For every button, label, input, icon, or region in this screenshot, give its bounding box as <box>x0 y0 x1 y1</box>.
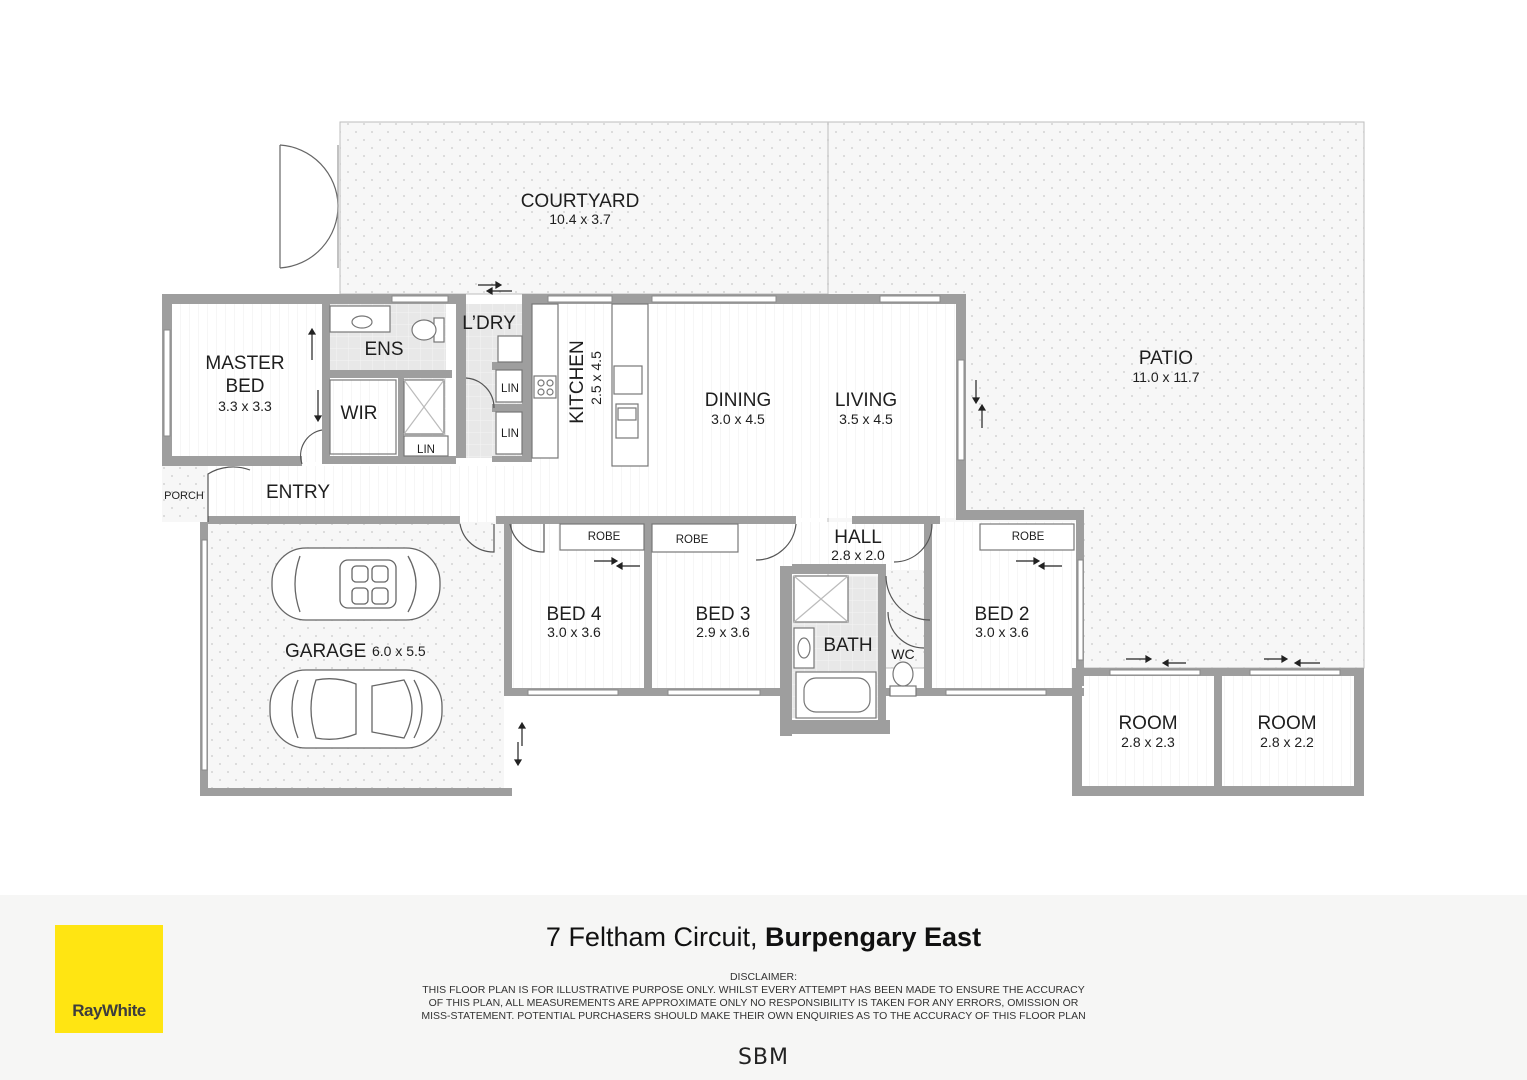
bed3-label: BED 3 <box>696 604 751 625</box>
room-labels: COURTYARD 10.4 x 3.7 PATIO 11.0 x 11.7 M… <box>164 191 1316 750</box>
sbm-brand-mark: SBM <box>737 1045 790 1070</box>
patio-size: 11.0 x 11.7 <box>1132 369 1199 385</box>
footer-band <box>0 895 1527 1080</box>
robe-label-bed2: ROBE <box>1012 531 1045 543</box>
bed4-label: BED 4 <box>547 604 602 625</box>
disclaimer-title: DISCLAIMER: <box>729 971 798 983</box>
bathroom-fixtures <box>329 305 917 719</box>
robe-label-bed4: ROBE <box>588 531 621 543</box>
dining-label: DINING <box>705 390 772 411</box>
living-size: 3.5 x 4.5 <box>839 411 893 427</box>
disclaimer-text: THIS FLOOR PLAN IS FOR ILLUSTRATIVE PURP… <box>421 984 1086 1022</box>
courtyard-gate <box>279 144 339 269</box>
room2-label: ROOM <box>1257 713 1316 734</box>
robe-label-bed3: ROBE <box>676 534 709 546</box>
kitchen-fixtures <box>495 303 649 467</box>
master-bed-label-line2: BED <box>225 376 264 397</box>
room2-size: 2.8 x 2.2 <box>1260 734 1314 750</box>
dining-size: 3.0 x 4.5 <box>711 411 765 427</box>
room1-label: ROOM <box>1118 713 1177 734</box>
room1-size: 2.8 x 2.3 <box>1121 734 1175 750</box>
master-bed-size: 3.3 x 3.3 <box>218 398 272 414</box>
living-label: LIVING <box>835 390 897 411</box>
garage-size: 6.0 x 5.5 <box>372 643 426 659</box>
bath-label: BATH <box>823 635 872 656</box>
robes <box>329 379 1075 553</box>
address-suburb: Burpengary East <box>765 922 982 952</box>
lin-label-ldry-1: LIN <box>501 383 519 395</box>
master-bed-label-line1: MASTER <box>205 353 284 374</box>
raywhite-logo: RayWhite <box>55 925 163 1033</box>
ens-label: ENS <box>364 339 403 360</box>
porch-label: PORCH <box>164 490 204 502</box>
lin-label-wir: LIN <box>417 444 435 456</box>
property-address: 7 Feltham Circuit, Burpengary East <box>0 922 1527 953</box>
windows <box>163 295 1341 771</box>
kitchen-label: KITCHEN <box>567 340 588 423</box>
bed4-size: 3.0 x 3.6 <box>547 624 601 640</box>
lin-label-ldry-2: LIN <box>501 428 519 440</box>
wc-label: WC <box>891 646 914 662</box>
wir-label: WIR <box>341 403 378 424</box>
raywhite-logo-text: RayWhite <box>72 1001 146 1020</box>
hall-size: 2.8 x 2.0 <box>831 547 885 563</box>
entry-label: ENTRY <box>266 482 330 503</box>
sliding-arrows <box>307 280 1320 767</box>
car-top <box>271 547 441 621</box>
floor-plan: COURTYARD 10.4 x 3.7 PATIO 11.0 x 11.7 M… <box>162 121 1365 796</box>
address-street: 7 Feltham Circuit, <box>545 922 758 952</box>
car-bottom <box>269 669 443 749</box>
bed2-size: 3.0 x 3.6 <box>975 624 1029 640</box>
ldry-label: L’DRY <box>462 313 516 334</box>
courtyard-size: 10.4 x 3.7 <box>549 211 611 227</box>
patio-label: PATIO <box>1139 348 1193 369</box>
garage-label: GARAGE <box>285 641 366 662</box>
bed2-label: BED 2 <box>975 604 1030 625</box>
courtyard-label: COURTYARD <box>521 191 640 212</box>
doors <box>207 377 933 649</box>
porch-area <box>162 466 208 522</box>
courtyard-area <box>339 121 829 295</box>
hall-label: HALL <box>834 527 882 548</box>
kitchen-size: 2.5 x 4.5 <box>588 351 604 405</box>
bed3-size: 2.9 x 3.6 <box>696 624 750 640</box>
